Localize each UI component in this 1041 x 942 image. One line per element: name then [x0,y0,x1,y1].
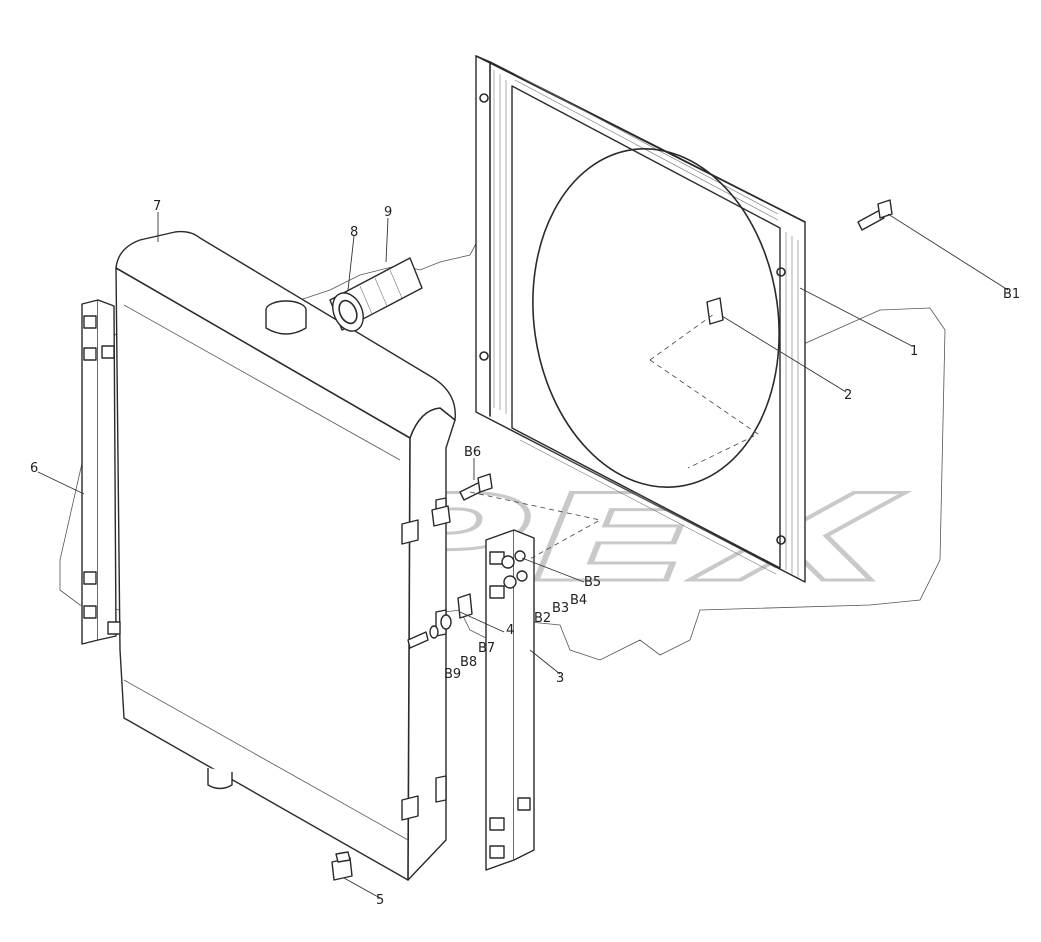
callout-b2: B2 [534,611,551,626]
callout-6: 6 [30,461,38,476]
callout-2: 2 [844,388,852,403]
right-brackets [485,529,535,871]
callout-b1: B1 [1003,287,1020,302]
left-bracket [81,299,121,645]
callout-b6: B6 [464,445,481,460]
callout-b7: B7 [478,641,495,656]
radiator-tank [115,230,456,881]
callout-7: 7 [153,199,161,214]
callout-labels: B1 1 2 3 4 5 6 7 8 9 B6 B5 B4 B3 B2 B7 B… [30,199,1020,908]
fasteners [331,199,893,881]
callout-b9: B9 [444,667,461,682]
callout-b5: B5 [584,575,601,590]
callout-leaders [37,212,1009,899]
callout-4: 4 [506,623,514,638]
callout-1: 1 [910,344,918,359]
fan-shroud [475,55,806,583]
callout-8: 8 [350,225,358,240]
callout-5: 5 [376,893,384,908]
callout-b8: B8 [460,655,477,670]
callout-b4: B4 [570,593,587,608]
assembly-lines [469,313,759,561]
callout-3: 3 [556,671,564,686]
callout-b3: B3 [552,601,569,616]
callout-9: 9 [384,205,392,220]
hose-and-clamp [329,257,423,332]
